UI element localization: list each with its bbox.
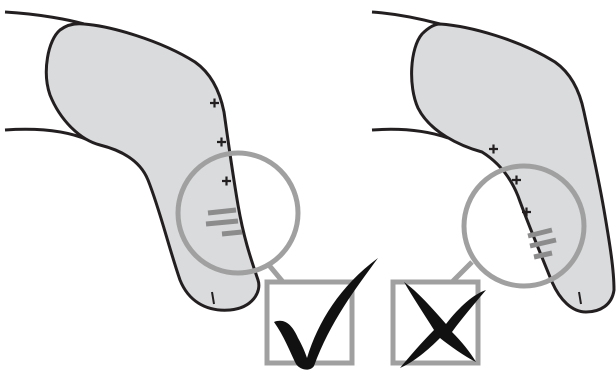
left-connector [268,264,283,282]
right-upper-edge [372,12,440,24]
right-panel [372,12,614,368]
left-panel [5,12,378,370]
right-connector [452,262,472,282]
left-limb-shape [46,24,259,311]
left-upper-edge [5,12,84,24]
